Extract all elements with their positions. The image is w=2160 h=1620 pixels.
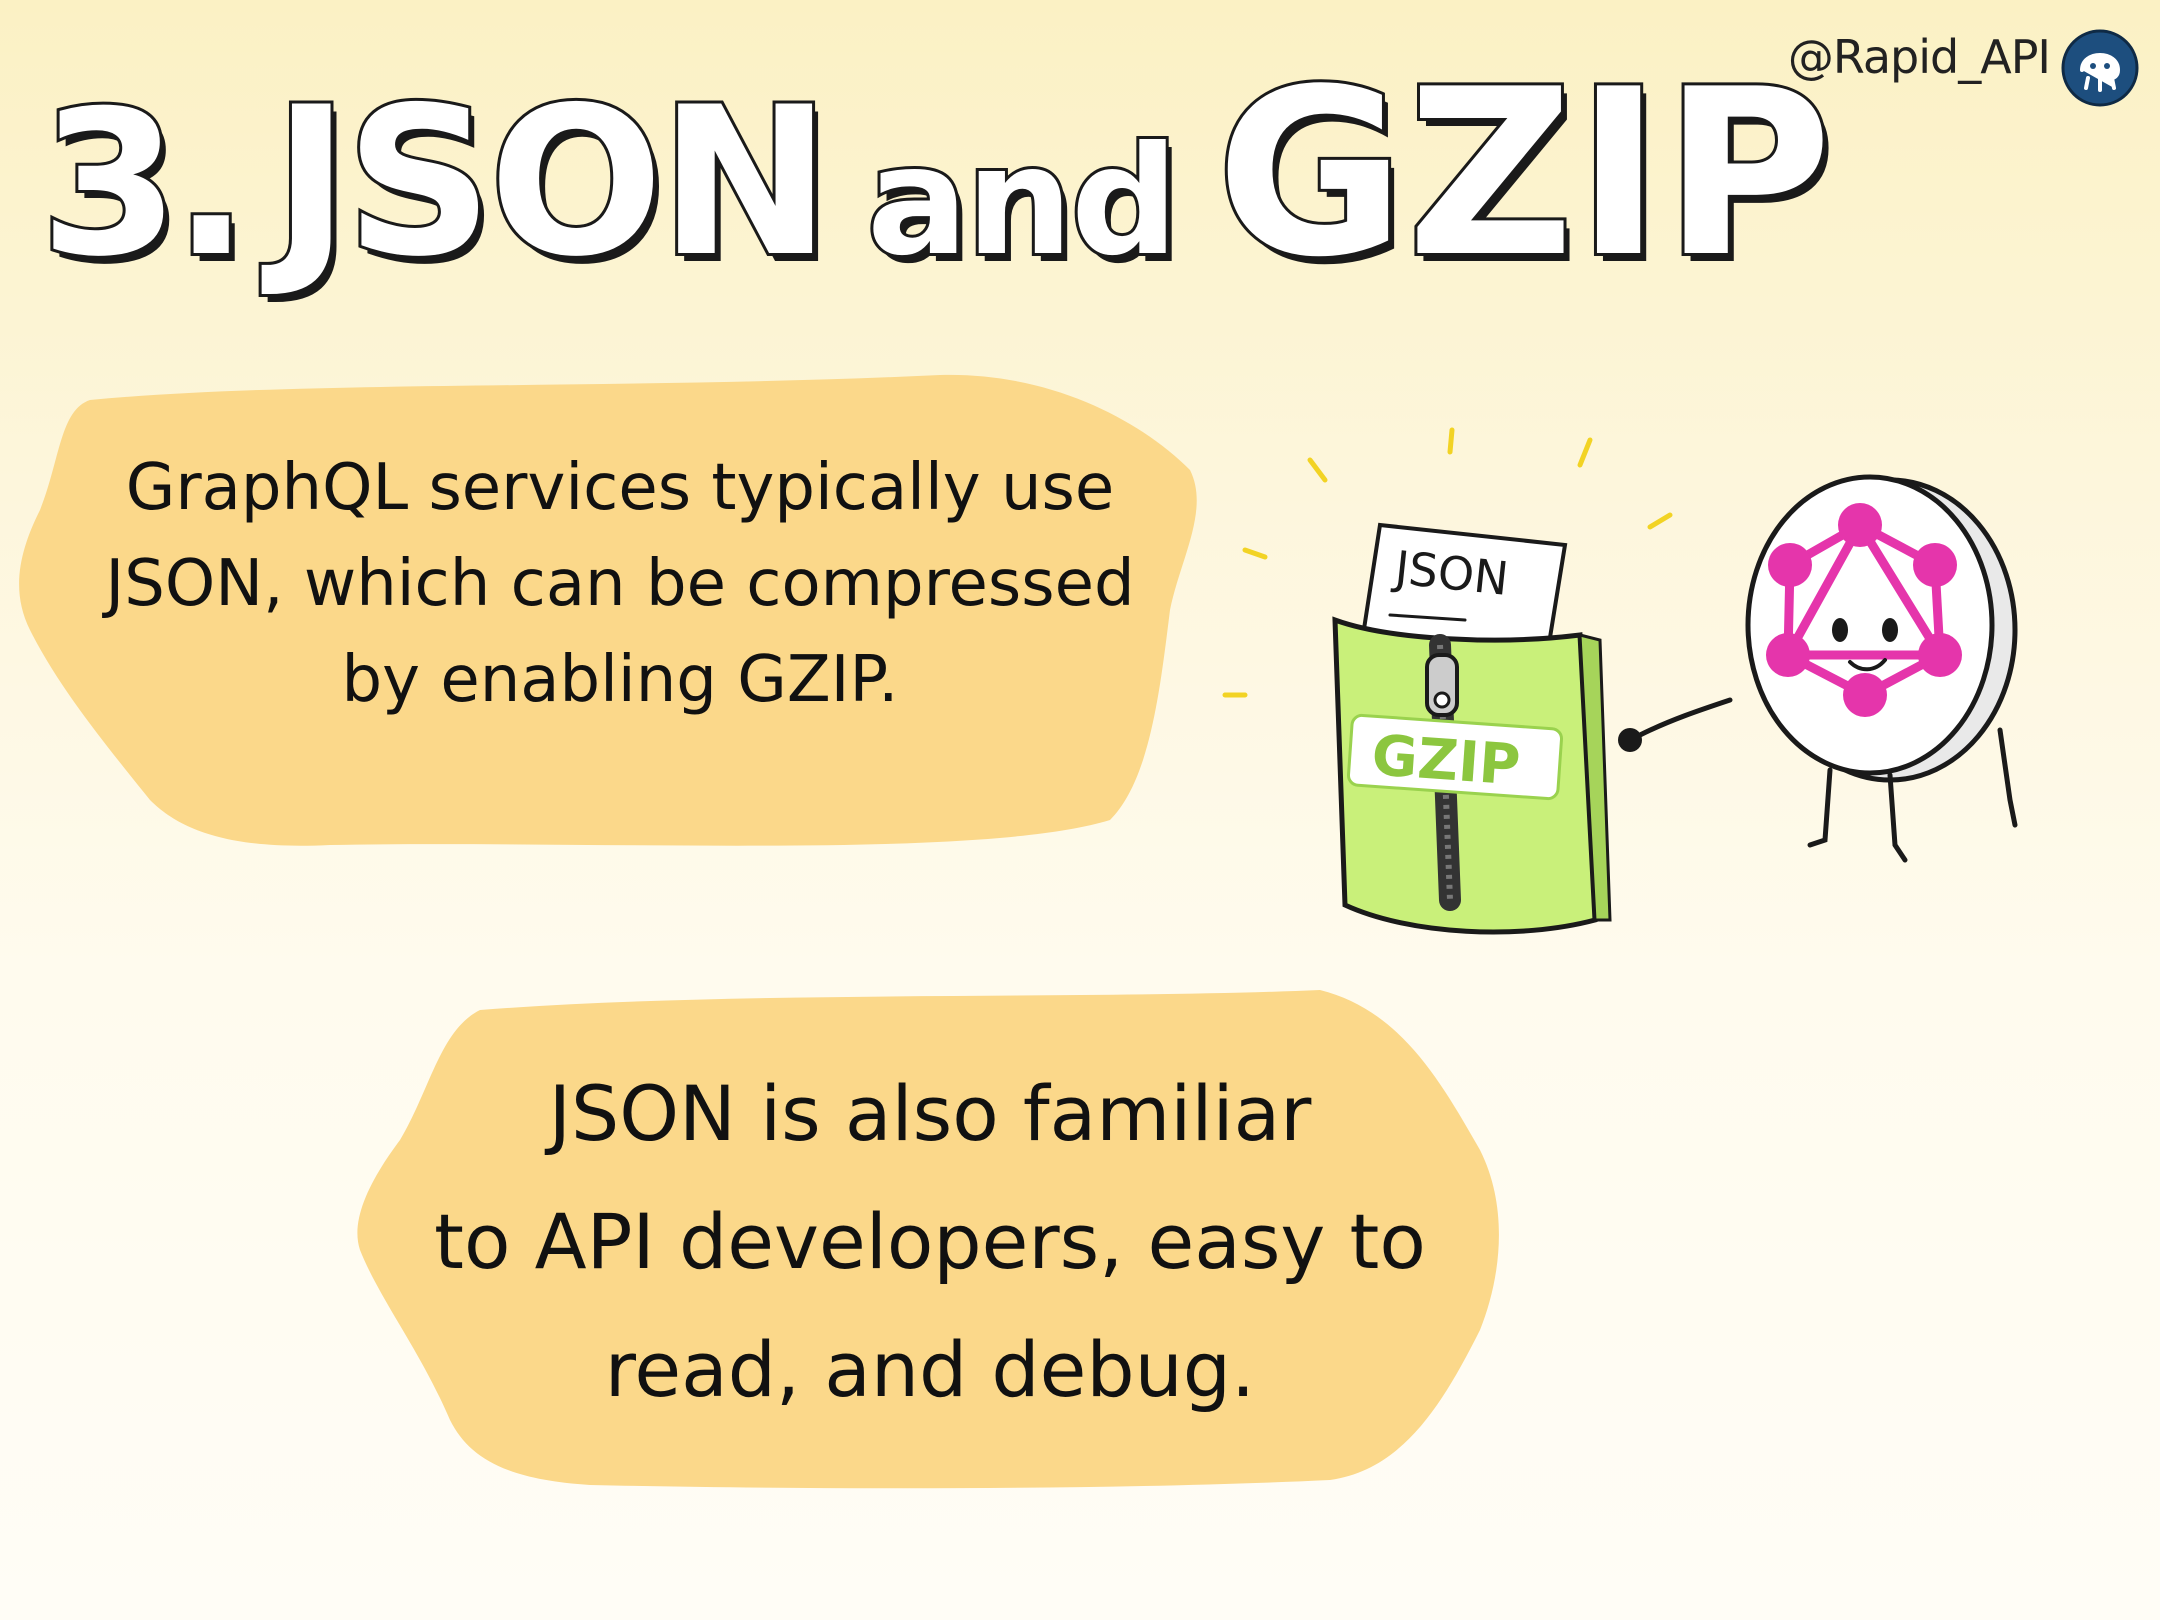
title-json: JSON: [270, 64, 834, 302]
pouch-label: GZIP: [1370, 723, 1523, 798]
title-gzip: GZIP: [1213, 41, 1835, 308]
title-and: and: [864, 115, 1181, 289]
rapidapi-octopus-icon: [2061, 29, 2139, 107]
bubble-2-line-2: to API developers, easy to: [434, 1197, 1426, 1286]
title-number: 3.: [37, 68, 252, 301]
zipper-pull: [1425, 653, 1459, 717]
speech-bubble-1: [19, 374, 1197, 846]
bubble-1-line-3: by enabling GZIP.: [341, 643, 899, 717]
bubble-2-text: JSON is also familiar to API developers,…: [400, 1050, 1460, 1434]
gzip-pouch: GZIP: [1332, 616, 1612, 935]
bubble-1-text: GraphQL services typically use JSON, whi…: [80, 440, 1160, 728]
gzip-graphql-illustration: JSON GZIP: [1222, 427, 2018, 935]
sparkle-rays: [1222, 427, 1673, 698]
bubble-2-line-3: read, and debug.: [604, 1325, 1256, 1414]
json-paper-label: JSON: [1390, 540, 1511, 606]
bubble-1-line-1: GraphQL services typically use: [125, 451, 1115, 525]
speech-bubble-2: [357, 990, 1499, 1489]
bubble-2-line-1: JSON is also familiar: [548, 1069, 1312, 1158]
bubble-1-line-2: JSON, which can be compressed: [105, 547, 1135, 621]
graphql-character: [1745, 474, 2018, 863]
twitter-handle: @Rapid_API: [1787, 30, 2051, 84]
character-arm: [1637, 697, 1733, 738]
